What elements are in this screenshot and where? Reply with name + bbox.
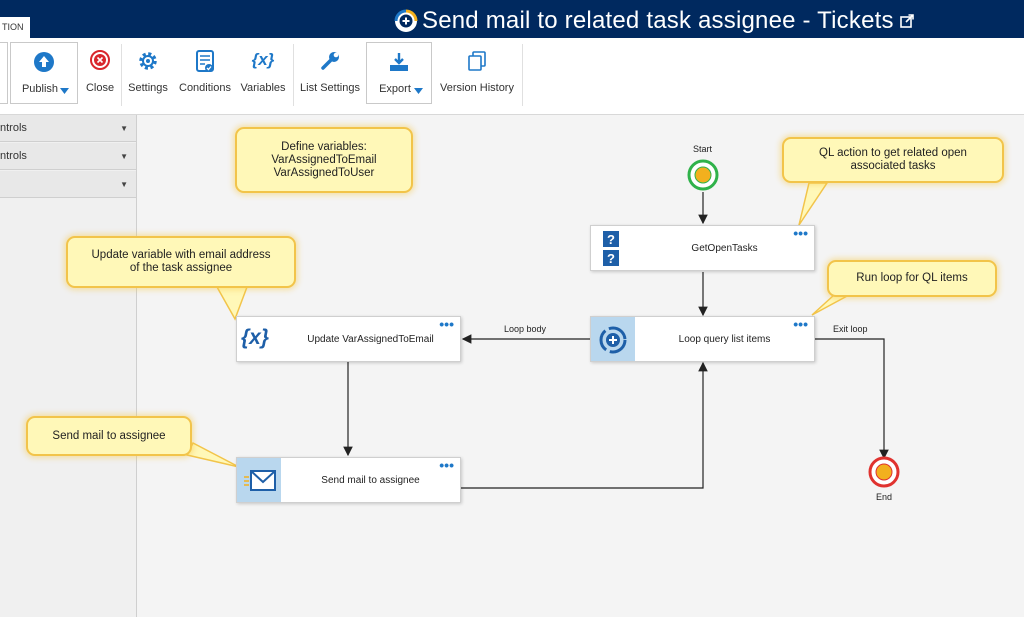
callout-text: QL action to get related open	[819, 147, 967, 159]
sidebar-item-label: ntrols	[0, 150, 27, 162]
node-label: Loop query list items	[678, 333, 771, 345]
callout-text: of the task assignee	[129, 262, 233, 274]
callout-update-variable: Update variable with email address of th…	[66, 236, 296, 288]
callout-text: Define variables:	[281, 140, 367, 153]
ribbon-separator	[293, 44, 294, 106]
callout-pointer	[215, 286, 249, 321]
start-node[interactable]	[687, 159, 719, 191]
callout-send-mail: Send mail to assignee	[26, 416, 192, 456]
title-bar: TION Send mail to related task assignee …	[0, 0, 1024, 38]
sidebar-item-label: ntrols	[0, 122, 27, 134]
node-label: GetOpenTasks	[691, 242, 758, 254]
variables-icon: {x}	[241, 326, 270, 349]
node-update-variable[interactable]: {x} Update VarAssignedToEmail •••	[236, 316, 461, 362]
ribbon-separator	[121, 44, 122, 106]
workflow-logo-icon	[394, 9, 418, 32]
node-icon-area	[591, 317, 635, 361]
conditions-label: Conditions	[179, 82, 231, 94]
svg-text:?: ?	[607, 232, 615, 247]
edge-label-loop-body: Loop body	[504, 324, 547, 334]
callout-text: Send mail to assignee	[52, 429, 166, 442]
close-label: Close	[85, 82, 115, 94]
title-area: Send mail to related task assignee - Tic…	[394, 6, 914, 36]
callout-text: Run loop for QL items	[856, 272, 968, 284]
export-button[interactable]: Export	[366, 42, 432, 104]
close-button[interactable]: Close	[82, 42, 118, 104]
conditions-button[interactable]: Conditions	[174, 42, 236, 104]
external-link-icon[interactable]	[899, 14, 914, 28]
node-label: Update VarAssignedToEmail	[307, 333, 434, 345]
list-settings-label: List Settings	[300, 82, 360, 94]
wrench-icon	[321, 52, 339, 70]
publish-button[interactable]: Publish	[10, 42, 78, 104]
chevron-down-icon	[60, 88, 69, 94]
publish-icon	[34, 52, 54, 72]
workflow-canvas[interactable]: Start End ? ? GetOpenTasks •••	[26, 115, 1024, 617]
callout-pointer	[811, 294, 850, 316]
svg-text:?: ?	[607, 251, 615, 266]
list-settings-button[interactable]: List Settings	[298, 42, 362, 104]
settings-label: Settings	[128, 82, 168, 94]
callout-define-variables: Define variables: VarAssignedToEmail Var…	[235, 127, 413, 193]
caret-down-icon: ▼	[120, 180, 128, 189]
ribbon-toolbar: Publish Close Settings Conditions {x} Va…	[0, 38, 1024, 115]
version-history-label: Version History	[440, 82, 514, 94]
node-send-mail[interactable]: Send mail to assignee •••	[236, 457, 461, 503]
version-history-icon	[468, 51, 486, 71]
sidebar-item-3[interactable]: ▼	[0, 171, 136, 198]
sidebar: ntrols ▼ ntrols ▼ ▼	[0, 115, 137, 617]
sidebar-item-controls-2[interactable]: ntrols ▼	[0, 143, 136, 170]
callout-text: VarAssignedToEmail	[271, 153, 377, 166]
chevron-down-icon	[414, 88, 423, 94]
end-node[interactable]	[868, 456, 900, 488]
node-icon-area: {x}	[237, 317, 281, 361]
publish-label: Publish	[21, 83, 59, 95]
download-icon	[390, 53, 408, 71]
version-history-button[interactable]: Version History	[436, 42, 518, 104]
query-list-icon: ? ?	[603, 231, 619, 266]
node-icon-area	[237, 458, 281, 502]
node-menu-icon[interactable]: •••	[439, 457, 454, 473]
ribbon-partial-button[interactable]	[0, 42, 8, 104]
caret-down-icon: ▼	[120, 152, 128, 161]
node-icon-area: ? ?	[591, 226, 635, 270]
node-menu-icon[interactable]: •••	[439, 316, 454, 332]
edge-send-mail-to-loop	[459, 361, 708, 489]
node-get-open-tasks[interactable]: ? ? GetOpenTasks •••	[590, 225, 815, 271]
close-icon	[90, 50, 110, 70]
mail-icon	[244, 470, 276, 491]
conditions-icon	[196, 50, 214, 72]
node-label: Send mail to assignee	[321, 474, 420, 486]
sidebar-item-controls-1[interactable]: ntrols ▼	[0, 115, 136, 142]
edge-exit-loop	[814, 338, 889, 460]
caret-down-icon: ▼	[120, 124, 128, 133]
callout-text: associated tasks	[850, 160, 936, 172]
settings-button[interactable]: Settings	[126, 42, 170, 104]
variables-button[interactable]: {x} Variables	[238, 42, 288, 104]
callout-ql-action: QL action to get related open associated…	[782, 137, 1004, 183]
page-title: Send mail to related task assignee - Tic…	[422, 7, 894, 34]
start-label: Start	[693, 144, 713, 154]
callout-text: Update variable with email address	[91, 249, 271, 261]
variables-label: Variables	[240, 82, 286, 94]
callout-run-loop: Run loop for QL items	[827, 260, 997, 297]
callout-pointer	[798, 182, 829, 226]
node-menu-icon[interactable]: •••	[793, 316, 808, 332]
node-menu-icon[interactable]: •••	[793, 225, 808, 241]
callout-text: VarAssignedToUser	[273, 166, 375, 179]
end-label: End	[876, 492, 893, 502]
variables-icon: {x}	[251, 50, 275, 69]
app-tab[interactable]: TION	[0, 17, 30, 38]
edge-label-exit-loop: Exit loop	[833, 324, 868, 334]
export-label: Export	[379, 83, 411, 95]
ribbon-separator	[522, 44, 523, 106]
callout-pointer	[185, 441, 240, 468]
node-loop-query-list-items[interactable]: Loop query list items •••	[590, 316, 815, 362]
gear-icon	[139, 52, 157, 70]
loop-icon	[599, 326, 627, 354]
